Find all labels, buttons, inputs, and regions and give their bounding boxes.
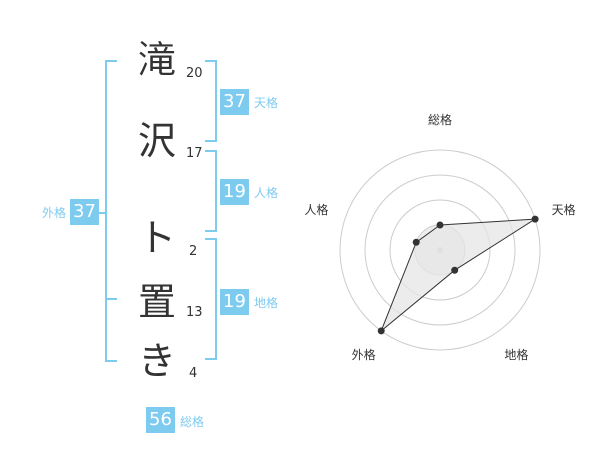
radar-axis-label-tenkaku: 天格 (551, 202, 576, 217)
chikaku-bracket (205, 238, 217, 360)
radar-ring-2 (389, 199, 491, 301)
stroke-count-4: 13 (186, 305, 203, 320)
jinkaku-bracket (205, 150, 217, 232)
tenkaku-label: 天格 (254, 96, 279, 110)
jinkaku-badge: 19 (220, 179, 249, 205)
radar-point-2 (451, 266, 459, 274)
radar-data-area (380, 218, 536, 332)
soukaku-badge: 56 (146, 407, 175, 433)
radar-ring-3 (364, 174, 516, 326)
chikaku-badge: 19 (220, 289, 249, 315)
stroke-count-1: 20 (186, 66, 203, 81)
name-char-3: ト (137, 216, 176, 260)
tenkaku-bracket (205, 60, 217, 142)
radar-axis-label-jinkaku: 人格 (304, 202, 329, 217)
soukaku-label: 総格 (180, 415, 205, 429)
gaikaku-bracket-tick (97, 212, 105, 214)
gaikaku-bracket (105, 60, 117, 362)
radar-point-3 (377, 327, 385, 335)
name-char-4: 置 (137, 280, 176, 324)
radar-ring-4 (339, 149, 541, 351)
radar-axis-label-chikaku: 地格 (504, 348, 529, 363)
jinkaku-label: 人格 (254, 186, 279, 200)
tenkaku-badge: 37 (220, 89, 249, 115)
gaikaku-bracket-divider (105, 298, 117, 300)
name-char-1: 滝 (137, 38, 176, 82)
chikaku-label: 地格 (254, 296, 279, 310)
radar-axis-label-gaikaku: 外格 (351, 348, 376, 363)
stroke-count-5: 4 (189, 366, 198, 381)
gaikaku-badge: 37 (70, 199, 99, 225)
radar-point-0 (436, 221, 444, 229)
name-char-2: 沢 (137, 119, 176, 163)
radar-axis-label-soukaku: 総格 (428, 113, 453, 127)
radar-points (377, 215, 539, 335)
radar-point-4 (412, 238, 420, 246)
name-char-5: き (137, 339, 176, 383)
radar-point-1 (531, 215, 539, 223)
gaikaku-label: 外格 (42, 206, 67, 220)
stroke-count-2: 17 (186, 146, 203, 161)
stroke-count-3: 2 (189, 244, 198, 259)
